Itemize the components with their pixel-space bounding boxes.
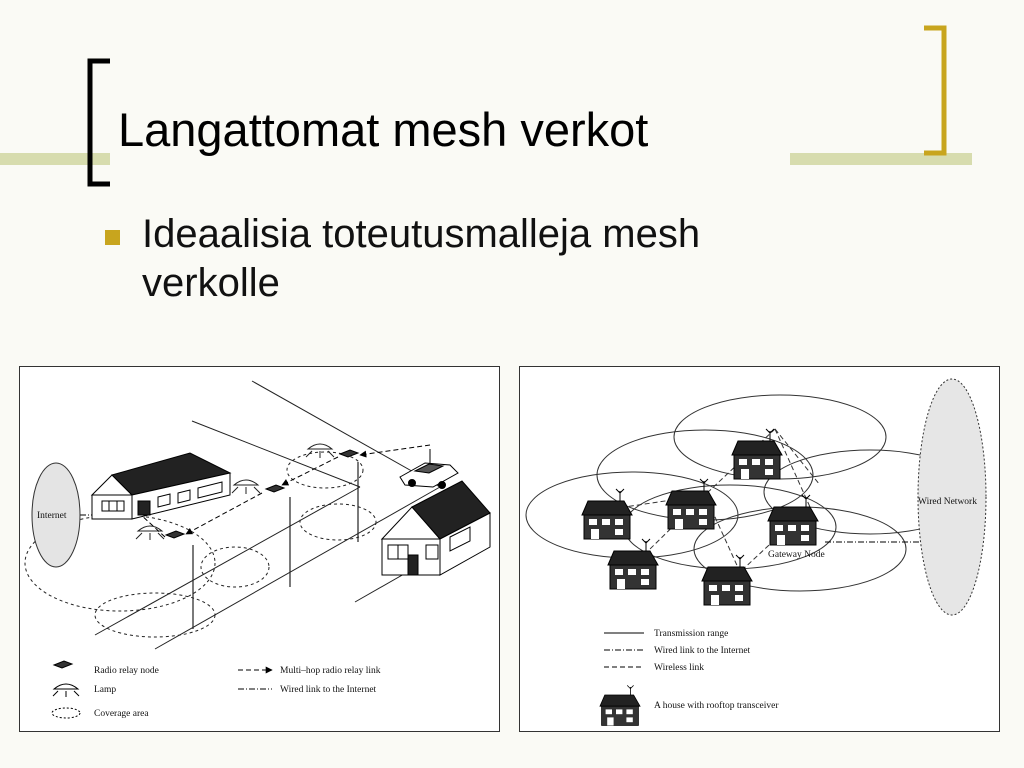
title-bar-left: [0, 153, 110, 165]
internet-label: Internet: [37, 511, 67, 521]
street-mesh-diagram: Internet Radio relay node Lamp Coverage …: [24, 380, 491, 719]
legend-lamp: Lamp: [94, 685, 116, 695]
internet-cloud: [31, 462, 81, 568]
right-bracket: [924, 25, 947, 156]
slide-title: Langattomat mesh verkot: [118, 103, 649, 156]
neighborhood-mesh-diagram: Wired Network Gateway Node Transmission …: [525, 378, 987, 726]
legend-wireless: Wireless link: [654, 663, 704, 673]
lamp-poles: [192, 462, 359, 629]
lamp-icons: [135, 443, 335, 540]
title-bar-right: [790, 153, 972, 165]
gateway-label: Gateway Node: [768, 550, 825, 560]
right-diagram-panel: Wired Network Gateway Node Transmission …: [519, 366, 1000, 732]
right-legend: Transmission range Wired link to the Int…: [599, 629, 779, 726]
left-house: [90, 452, 232, 520]
left-legend: Radio relay node Lamp Coverage area Mult…: [51, 660, 381, 719]
bullet-text: Ideaalisia toteutusmalleja mesh verkolle: [142, 212, 701, 305]
right-house: [380, 480, 491, 576]
legend-wired-right: Wired link to the Internet: [654, 646, 751, 656]
legend-transmission: Transmission range: [654, 629, 728, 639]
relay-node-icons: [164, 449, 360, 539]
left-diagram-panel: Internet Radio relay node Lamp Coverage …: [19, 366, 500, 732]
legend-wired-left: Wired link to the Internet: [280, 685, 377, 695]
coverage-areas: [24, 451, 377, 638]
wired-network-label: Wired Network: [918, 497, 977, 507]
legend-relay-node: Radio relay node: [94, 666, 159, 676]
wired-network-cloud: [917, 378, 987, 616]
bullet-square-icon: [105, 230, 120, 245]
legend-house-icon: [599, 685, 641, 726]
legend-coverage: Coverage area: [94, 709, 149, 719]
left-bracket: [87, 58, 110, 187]
car-icon: [399, 449, 459, 489]
legend-multihop: Multi–hop radio relay link: [280, 666, 381, 676]
houses: [581, 428, 819, 606]
legend-house: A house with rooftop transceiver: [654, 700, 779, 711]
